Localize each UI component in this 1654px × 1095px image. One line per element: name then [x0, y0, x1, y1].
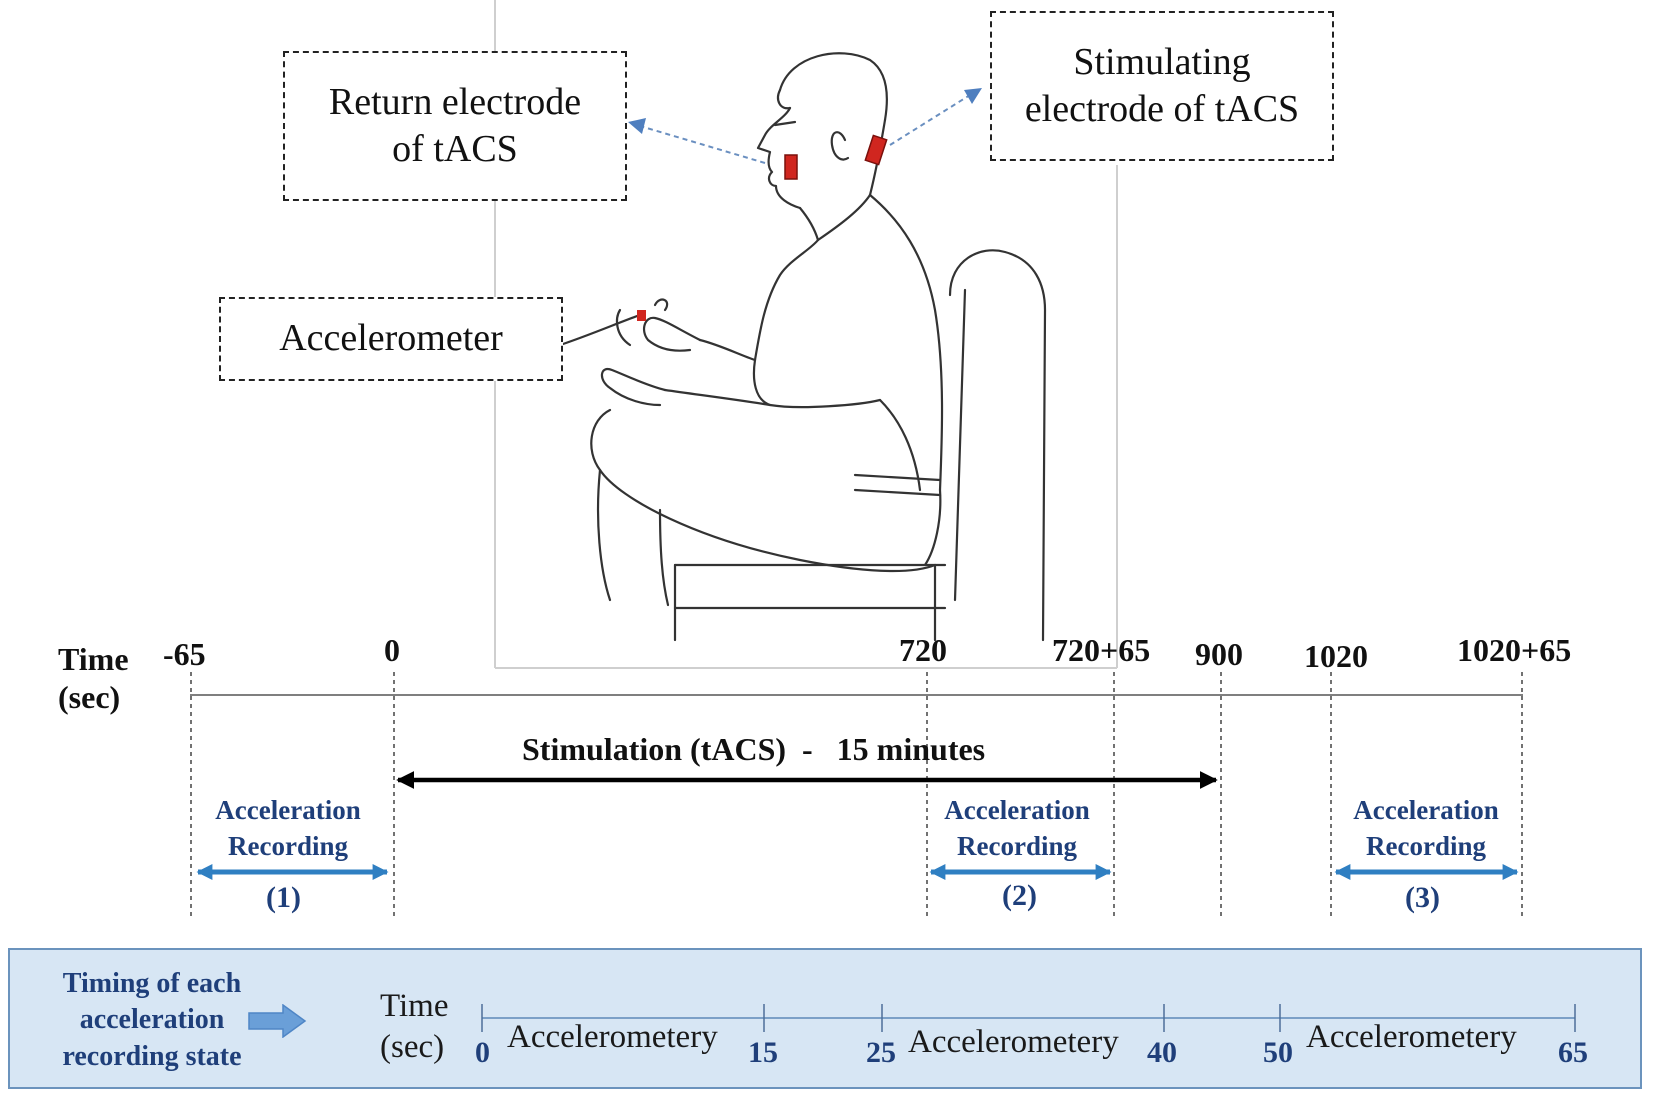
tick-label: 0: [384, 632, 400, 668]
panel-tick: 50: [1263, 1036, 1293, 1069]
panel-tick: 15: [748, 1036, 778, 1069]
timing-panel: Timing of each acceleration recording st…: [8, 948, 1642, 1089]
panel-tick: 25: [866, 1036, 896, 1069]
recording-label-1-line1: Acceleration: [215, 795, 361, 825]
stimulating-electrode-label: Stimulating electrode of tACS: [990, 11, 1334, 161]
time-axis-label: Time (sec): [58, 640, 129, 717]
accelerometer-label: Accelerometer: [219, 297, 563, 381]
recording-number-2: (2): [1002, 879, 1037, 912]
panel-segment-label: Accelerometery: [1306, 1019, 1517, 1055]
return-electrode-label: Return electrode of tACS: [283, 51, 627, 201]
panel-time-label-line2: (sec): [380, 1029, 445, 1066]
panel-title-line2: acceleration: [79, 1004, 225, 1036]
time-axis-label-line1: Time: [58, 641, 129, 677]
panel-segment-label: Accelerometery: [908, 1024, 1119, 1060]
arrow-right-icon: [248, 1004, 307, 1038]
panel-title-line1: Timing of each: [62, 968, 242, 999]
panel-time-label-line1: Time: [380, 988, 449, 1024]
panel-segment-label: Accelerometery: [507, 1019, 718, 1055]
tick-label: 900: [1195, 636, 1243, 672]
stimulation-label: Stimulation (tACS) - 15 minutes: [522, 731, 986, 767]
tick-label: 1020: [1304, 638, 1368, 674]
recording-label-1: Acceleration Recording: [198, 792, 378, 865]
tick-label: 720: [899, 632, 947, 668]
panel-time-label: Time (sec): [380, 986, 448, 1069]
recording-label-3-line2: Recording: [1366, 831, 1486, 862]
panel-tick: 65: [1558, 1036, 1588, 1069]
panel-timeline: [481, 1004, 1576, 1032]
tick-label: 1020+65: [1457, 632, 1572, 668]
panel-tick: 40: [1147, 1036, 1177, 1069]
panel-tick: 0: [475, 1036, 490, 1069]
return-electrode-text: Return electrode of tACS: [328, 80, 582, 171]
time-axis-label-line2: (sec): [58, 679, 121, 716]
accelerometer-text: Accelerometer: [279, 317, 503, 360]
recording-label-3-line1: Acceleration: [1353, 795, 1499, 825]
recording-label-2-line2: Recording: [957, 831, 1077, 862]
recording-number-1: (1): [266, 881, 301, 914]
recording-label-3: Acceleration Recording: [1336, 792, 1516, 865]
recording-number-3: (3): [1405, 881, 1440, 914]
recording-label-2-line1: Acceleration: [944, 795, 1090, 825]
tick-label: 720+65: [1052, 632, 1151, 668]
tick-label: -65: [163, 636, 206, 672]
recording-label-1-line2: Recording: [228, 831, 348, 862]
panel-title: Timing of each acceleration recording st…: [32, 966, 272, 1075]
stimulating-electrode-text: Stimulating electrode of tACS: [1024, 40, 1300, 131]
panel-title-line3: recording state: [62, 1040, 242, 1072]
recording-label-2: Acceleration Recording: [927, 792, 1107, 865]
